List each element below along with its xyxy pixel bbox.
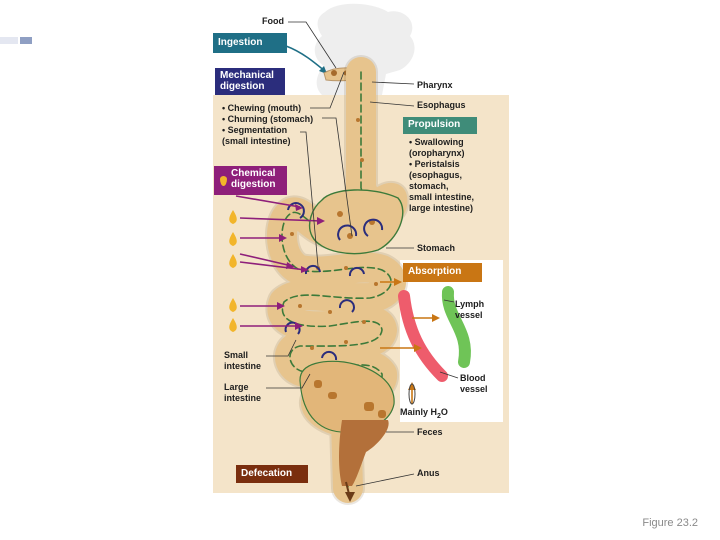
label-large-intestine: Large intestine xyxy=(224,382,262,403)
label-blood-vessel: Blood vessel xyxy=(460,373,488,394)
food-particles xyxy=(290,118,386,418)
process-absorption: Absorption xyxy=(403,263,482,282)
lymph-vessel-shape xyxy=(441,286,471,368)
food-bolus xyxy=(331,70,337,76)
propulsion-item: • Peristalsis (esophagus, stomach, small… xyxy=(409,159,475,213)
defecation-arrowhead xyxy=(345,492,355,502)
label-food: Food xyxy=(262,16,284,26)
label-small-intestine: Small intestine xyxy=(224,350,262,371)
process-chemical-digestion-label: Chemical digestion xyxy=(231,168,276,190)
slide-corner-mark xyxy=(0,37,32,44)
process-ingestion: Ingestion xyxy=(213,33,287,53)
process-defecation: Defecation xyxy=(236,465,308,483)
water-absorption-marker xyxy=(408,383,416,405)
label-feces: Feces xyxy=(417,427,443,437)
mechanical-item: • Churning (stomach) xyxy=(222,114,314,124)
process-mechanical-digestion: Mechanical digestion xyxy=(215,68,285,95)
rectum-feces xyxy=(339,420,389,486)
leader-lines xyxy=(266,21,459,487)
chemical-drop-icon xyxy=(220,176,227,186)
label-pharynx: Pharynx xyxy=(417,80,453,90)
churning-arrows xyxy=(284,202,384,361)
propulsion-list: • Swallowing (oropharynx) • Peristalsis … xyxy=(409,137,474,214)
mechanical-item: • Segmentation (small intestine) xyxy=(222,125,291,146)
label-mainly-water-prefix: Mainly H xyxy=(400,407,438,417)
label-anus: Anus xyxy=(417,468,440,478)
label-mainly-water: Mainly H2O xyxy=(400,407,448,422)
label-mainly-water-subscript: 2 xyxy=(437,412,441,420)
enzyme-arrowheads xyxy=(277,204,325,330)
label-stomach: Stomach xyxy=(417,243,456,253)
label-esophagus: Esophagus xyxy=(417,100,466,110)
process-propulsion: Propulsion xyxy=(403,117,477,134)
propulsion-item: • Swallowing (oropharynx) xyxy=(409,137,465,158)
mechanical-digestion-list: • Chewing (mouth) • Churning (stomach) •… xyxy=(222,103,313,147)
stomach-shape xyxy=(308,189,404,255)
blood-vessel-shape xyxy=(398,290,448,382)
label-mainly-water-suffix: O xyxy=(440,407,448,417)
enzyme-drops xyxy=(229,210,237,332)
slide-mark-light xyxy=(0,37,18,44)
label-lymph-vessel: Lymph vessel xyxy=(455,299,485,320)
enzyme-arrows xyxy=(235,195,323,327)
large-intestine-shape xyxy=(299,360,395,433)
slide-mark-dark xyxy=(20,37,32,44)
figure-caption: Figure 23.2 xyxy=(642,517,698,529)
mechanical-item: • Chewing (mouth) xyxy=(222,103,302,113)
